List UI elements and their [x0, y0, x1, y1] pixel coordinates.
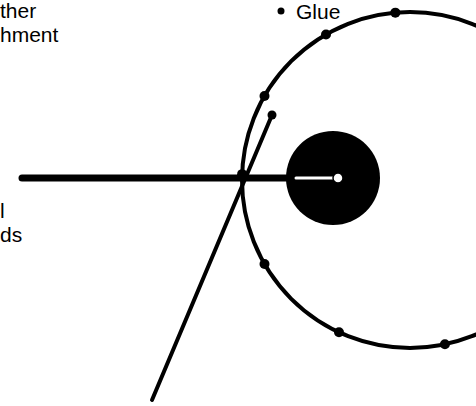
rod-tip [333, 173, 343, 183]
ring-dot [440, 339, 450, 349]
bullet [278, 8, 285, 15]
diagonal-rod [152, 115, 272, 400]
rod-end-dot [268, 111, 277, 120]
part-label: ds [0, 224, 22, 245]
ring-dot [334, 327, 344, 337]
ring-dot [260, 259, 270, 269]
part-label: ther [0, 0, 36, 21]
part-label: l [0, 200, 5, 221]
part-label: hment [0, 24, 58, 45]
ring-dot [260, 91, 270, 101]
ring-dot [321, 30, 331, 40]
rod-core [296, 177, 338, 180]
part-label: Glue [296, 1, 340, 22]
horizontal-rod [22, 175, 338, 182]
ring-dot [390, 8, 400, 18]
central-disc [286, 131, 380, 225]
